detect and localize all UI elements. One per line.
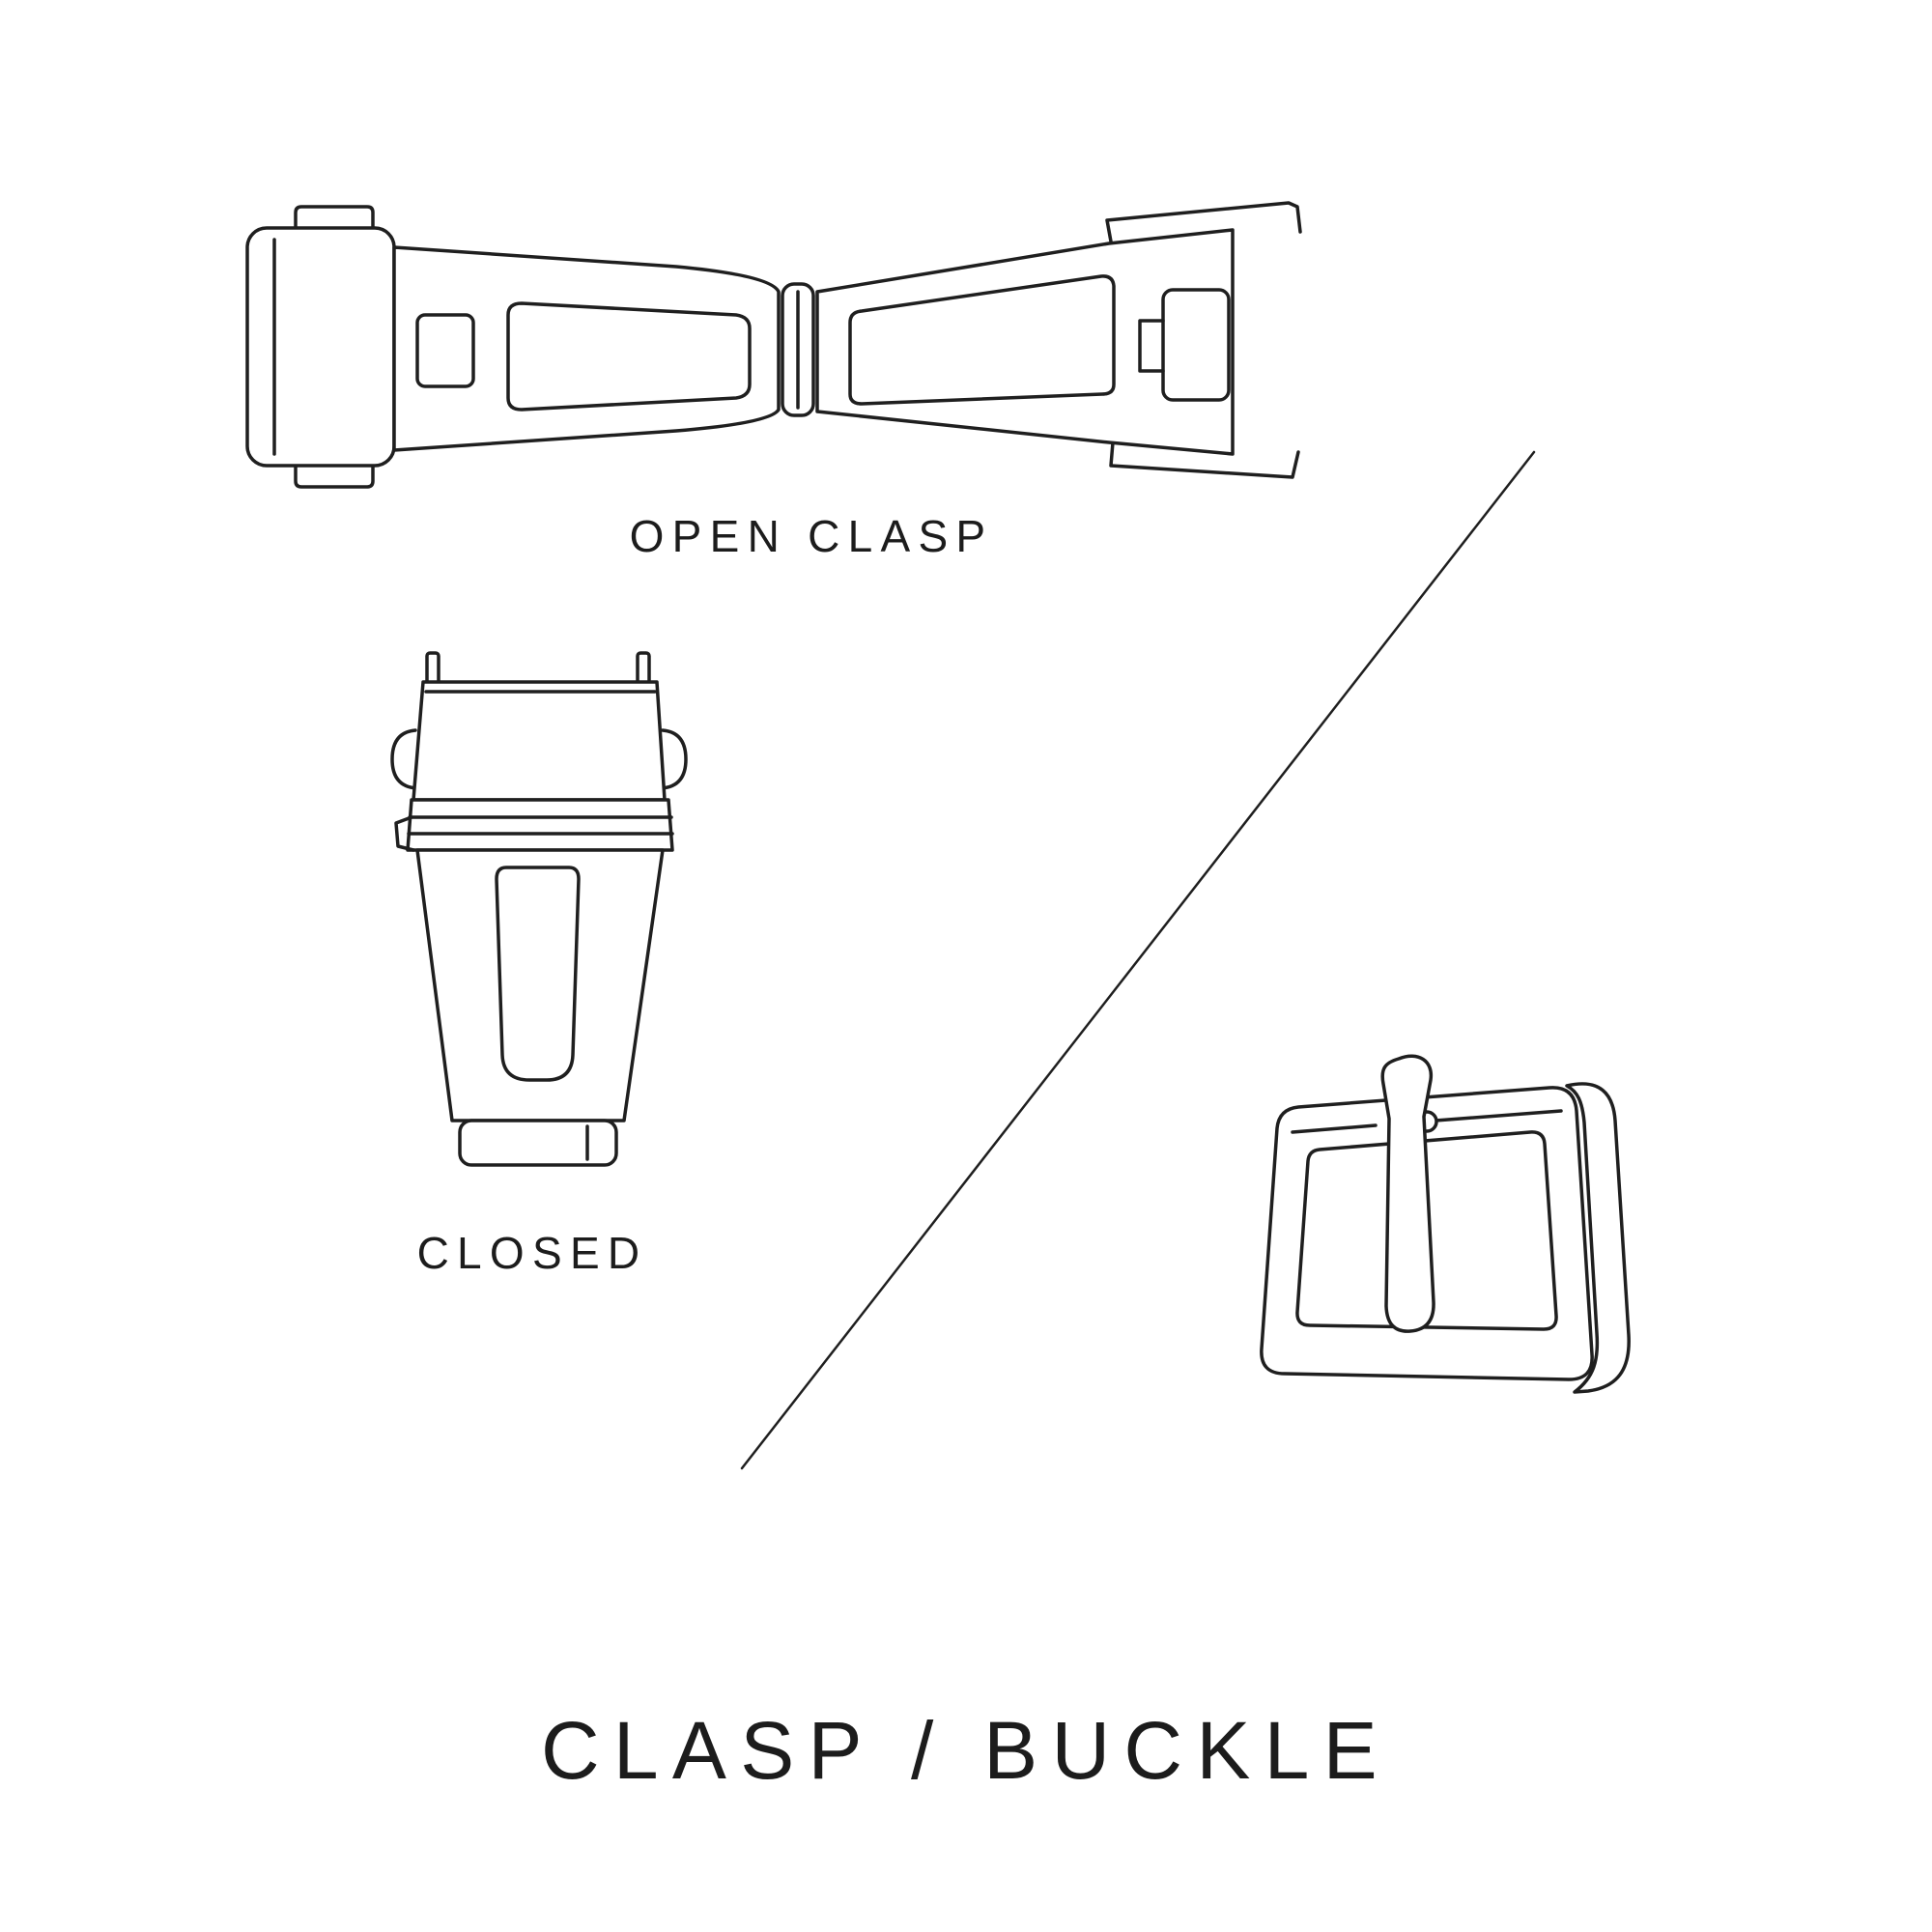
closed-clasp-icon — [390, 651, 688, 1167]
diagram-title: CLASP / BUCKLE — [540, 1705, 1391, 1796]
open-clasp-label: OPEN CLASP — [629, 511, 994, 561]
pin-buckle-icon — [1260, 1054, 1631, 1394]
closed-clasp-label: CLOSED — [416, 1228, 648, 1278]
open-clasp-icon — [245, 201, 1302, 489]
divider-line — [740, 450, 1536, 1470]
